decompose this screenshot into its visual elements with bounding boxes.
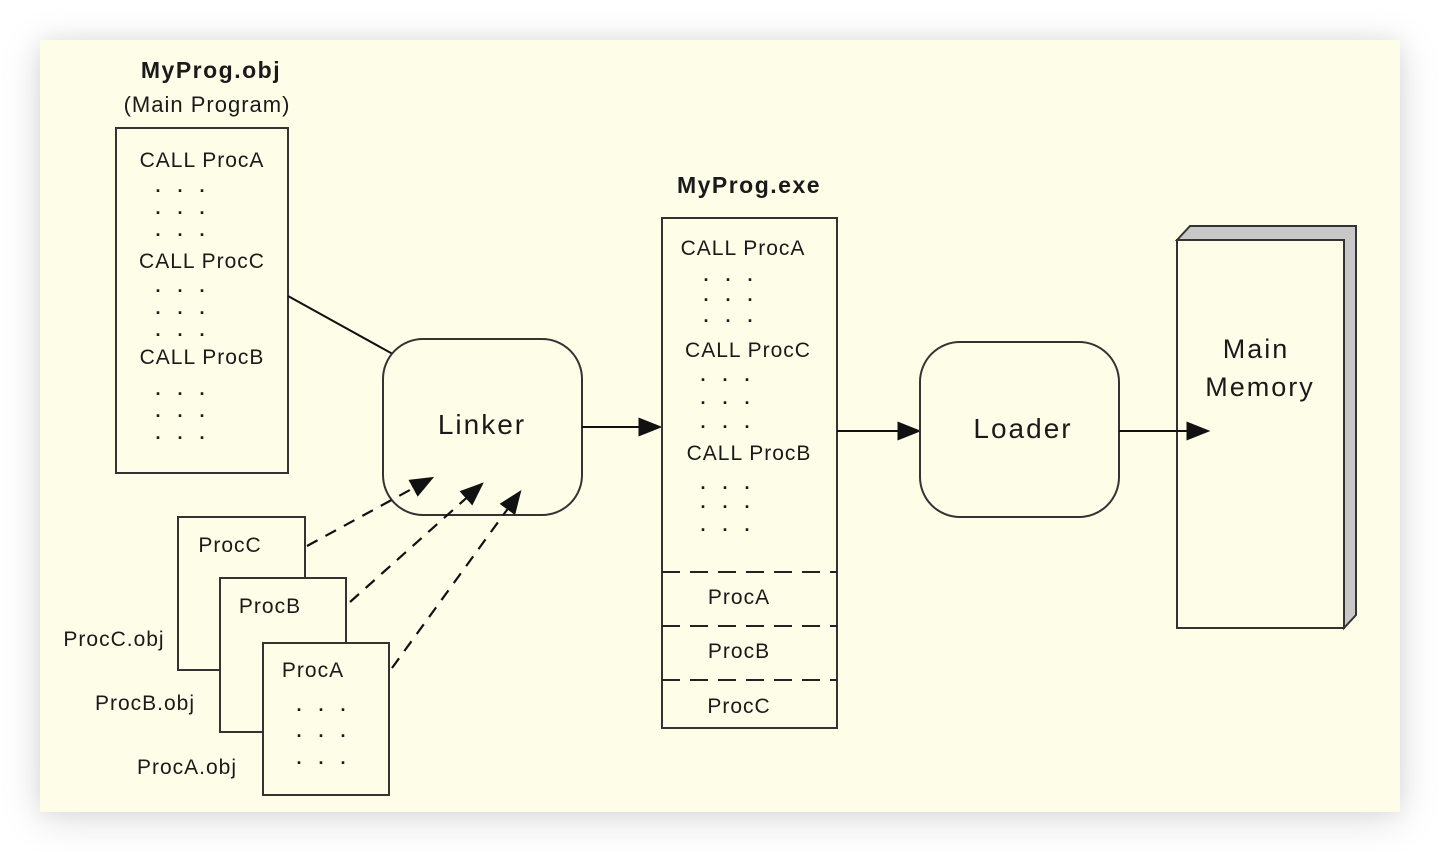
memory-box [1176,239,1345,629]
main-obj-line-1: CALL ProcA [140,149,265,172]
memory-label-line-2: Memory [1205,372,1315,402]
ellipsis: . . . [296,695,351,715]
exe-section-proca: ProcA [708,586,770,609]
procb-obj-label: ProcB [239,595,301,618]
ellipsis: . . . [703,306,758,326]
ellipsis: . . . [155,423,210,443]
ellipsis: . . . [700,515,755,535]
ellipsis: . . . [155,220,210,240]
ellipsis: . . . [700,365,755,385]
arrow-proca-to-linker [391,490,522,669]
ellipsis: . . . [703,265,758,285]
ellipsis: . . . [155,176,210,196]
main-obj-box [115,127,289,474]
procc-obj-filename: ProcC.obj [63,628,164,651]
ellipsis: . . . [700,473,755,493]
diagram-canvas: MyProg.obj (Main Program) CALL ProcA . .… [40,40,1400,812]
ellipsis: . . . [700,388,755,408]
arrow-procc-to-linker [306,476,435,547]
ellipsis: . . . [703,285,758,305]
ellipsis: . . . [155,401,210,421]
main-obj-title: MyProg.obj [141,57,281,83]
main-obj-line-2: CALL ProcC [139,250,265,273]
exe-line-2: CALL ProcC [685,339,811,362]
ellipsis: . . . [155,276,210,296]
ellipsis: . . . [155,320,210,340]
loader-box [919,341,1120,518]
linker-label: Linker [438,409,526,440]
main-obj-subtitle: (Main Program) [124,92,291,117]
proca-obj-label: ProcA [282,659,344,682]
exe-section-procb: ProcB [708,640,770,663]
exe-section-procc: ProcC [707,695,770,718]
main-obj-line-3: CALL ProcB [140,346,265,369]
memory-label-line-1: Main [1223,334,1290,364]
proca-obj-filename: ProcA.obj [137,756,237,779]
arrow-procb-to-linker [349,482,484,603]
proca-obj-box [262,642,390,796]
exe-line-1: CALL ProcA [681,237,806,260]
ellipsis: . . . [296,748,351,768]
ellipsis: . . . [296,721,351,741]
ellipsis: . . . [700,412,755,432]
exe-title: MyProg.exe [677,172,821,198]
procc-obj-label: ProcC [198,534,261,557]
exe-box [661,217,838,729]
procb-obj-filename: ProcB.obj [95,692,195,715]
exe-line-3: CALL ProcB [687,442,812,465]
linker-loader-diagram: MyProg.obj (Main Program) CALL ProcA . .… [63,57,1357,796]
ellipsis: . . . [155,379,210,399]
ellipsis: . . . [155,298,210,318]
loader-label: Loader [973,413,1072,444]
ellipsis: . . . [700,492,755,512]
ellipsis: . . . [155,198,210,218]
